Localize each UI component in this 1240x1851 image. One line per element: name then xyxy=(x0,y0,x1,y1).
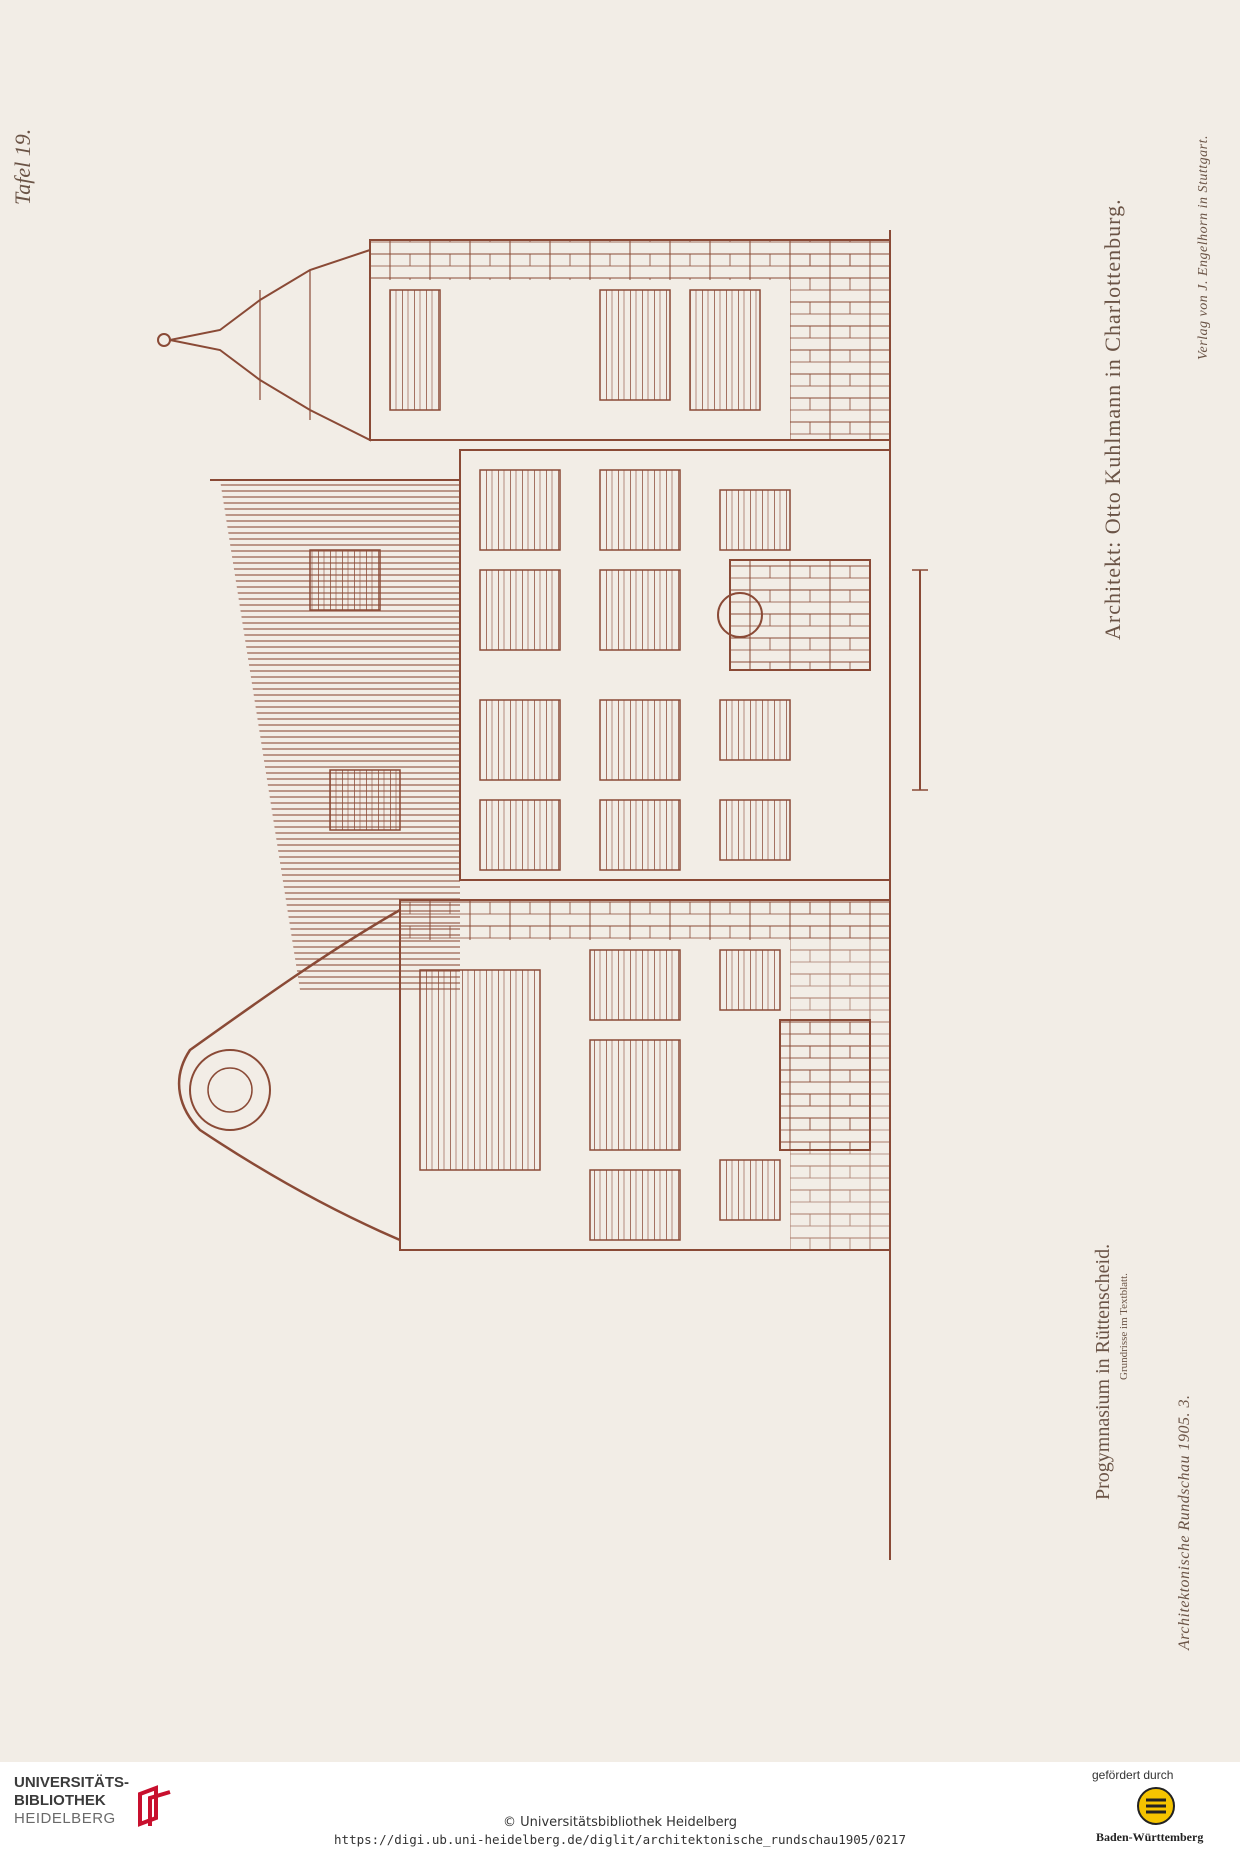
publisher-caption: Verlag von J. Engelhorn in Stuttgart. xyxy=(1196,135,1211,360)
library-name-line2: BIBLIOTHEK xyxy=(14,1792,106,1809)
permalink-url[interactable]: https://digi.ub.uni-heidelberg.de/diglit… xyxy=(334,1832,906,1847)
viewer-footer: UNIVERSITÄTS- BIBLIOTHEK HEIDELBERG © Un… xyxy=(0,1762,1240,1851)
facade-elevation-drawing xyxy=(157,230,928,1560)
library-name-line3: HEIDELBERG xyxy=(14,1810,116,1827)
plate-title: Progymnasium in Rüttenscheid. xyxy=(1092,1243,1114,1500)
funder-name: Baden-Württemberg xyxy=(1096,1830,1204,1844)
copyright-notice: © Universitätsbibliothek Heidelberg xyxy=(502,1815,737,1830)
architect-caption: Architekt: Otto Kuhlmann in Charlottenbu… xyxy=(1100,198,1125,640)
library-mark-icon xyxy=(138,1785,171,1827)
plate-number: Tafel 19. xyxy=(10,128,35,205)
plate-subtitle: Grundrisse im Textblatt. xyxy=(1118,1273,1130,1380)
coat-of-arms-icon[interactable] xyxy=(1136,1786,1176,1826)
funded-by-label: gefördert durch xyxy=(1092,1768,1174,1782)
plate-sheet: Tafel 19. Architekt: Otto Kuhlmann in Ch… xyxy=(0,0,1240,1762)
journal-caption: Architektonische Rundschau 1905. 3. xyxy=(1176,1394,1193,1650)
library-name-line1: UNIVERSITÄTS- xyxy=(14,1774,130,1791)
